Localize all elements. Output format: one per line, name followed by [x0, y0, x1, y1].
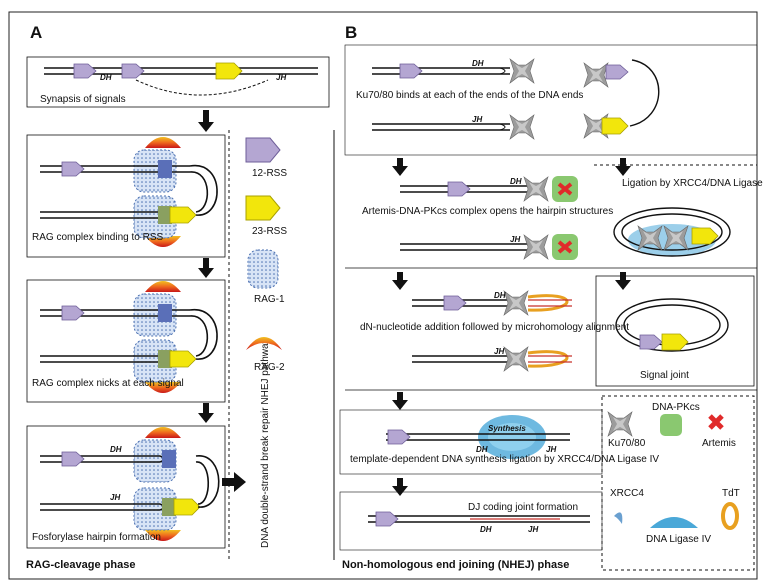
step-caption: Artemis-DNA-PKcs complex opens the hairp…: [362, 206, 613, 217]
legend-label: RAG-2: [254, 362, 285, 373]
phase-title-b: Non-homologous end joining (NHEJ) phase: [342, 559, 569, 571]
panel-b-step-3: DH dN-nucleotide addition followed by mi…: [360, 290, 629, 372]
panel-b-step-2: DH Artemis-DNA-PKcs complex opens the ha…: [362, 176, 613, 260]
panel-b-step-1: DH JH Ku70/80 binds at each of the ends …: [344, 44, 758, 156]
d-segment-label: DH: [476, 445, 488, 454]
j-segment-label: JH: [110, 493, 120, 502]
legend-label: TdT: [722, 488, 740, 499]
step-caption: DJ coding joint formation: [468, 502, 578, 513]
d-segment-label: DH: [472, 59, 484, 68]
panel-a-step-2: RAG complex binding to RSS: [26, 134, 226, 258]
arrow-down: [392, 478, 408, 496]
legend-label: 23-RSS: [252, 226, 287, 237]
step-caption: dN-nucleotide addition followed by micro…: [360, 322, 629, 333]
legend-label: RAG-1: [254, 294, 285, 305]
arrow-down: [198, 258, 214, 278]
nhej-side-note: DNA double-strand break repair NHEJ path…: [260, 338, 271, 548]
j-segment-label: JH: [510, 235, 520, 244]
d-segment-label: DH: [110, 445, 122, 454]
panel-a-legend: 12-RSS 23-RSS RAG-1 RAG-2: [245, 137, 287, 373]
phase-title-a: RAG-cleavage phase: [26, 559, 135, 571]
d-segment-label: DH: [510, 177, 522, 186]
legend-label: DNA Ligase IV: [646, 534, 711, 545]
step-caption: Ligation by XRCC4/DNA Ligase IV: [622, 178, 765, 189]
panel-a-step-4: DH JH Fosforylase hairpin formation: [26, 425, 226, 549]
step-caption: Synapsis of signals: [40, 94, 126, 105]
arrow-down: [198, 403, 214, 423]
rag1-legend-icon: [247, 249, 279, 289]
j-segment-label: JH: [472, 115, 482, 124]
arrow-down: [198, 110, 214, 132]
ligase-legend-icon: [650, 517, 698, 528]
j-segment-label: JH: [528, 525, 538, 534]
step-caption: Ku70/80 binds at each of the ends of the…: [356, 90, 583, 101]
legend-label: DNA-PKcs: [652, 402, 700, 413]
synthesis-label: Synthesis: [488, 424, 526, 433]
panel-a-step-1: DH JH Synapsis of signals: [26, 56, 330, 108]
panel-b-label: B: [345, 23, 357, 42]
d-segment-label: DH: [494, 291, 506, 300]
arrow-down: [615, 158, 631, 176]
dnapkcs-legend-icon: [660, 414, 682, 436]
legend-label: XRCC4: [610, 488, 644, 499]
tdt-legend-icon: [721, 502, 739, 530]
legend-label: Artemis: [702, 438, 736, 449]
arrow-down: [392, 272, 408, 290]
signal-joint: Signal joint: [595, 275, 755, 387]
rss12-legend-icon: [245, 137, 281, 163]
panel-b-step-5: DJ coding joint formation DH JH: [339, 491, 603, 551]
rag2-legend-icon: [246, 337, 282, 350]
arrow-down: [392, 392, 408, 410]
rss23-legend-icon: [245, 195, 281, 221]
xrcc4-legend-icon: [614, 512, 623, 524]
step-caption: RAG complex nicks at each signal: [32, 378, 184, 389]
panel-b-step-4: Synthesis DH JH template-dependent DNA s…: [339, 409, 659, 475]
panel-b-legend: Ku70/80 DNA-PKcs Artemis XRCC4 DNA Ligas…: [601, 395, 755, 571]
panel-a-step-3: RAG complex nicks at each signal: [26, 279, 226, 403]
step-caption: template-dependent DNA synthesis ligatio…: [350, 454, 659, 465]
j-segment-label: JH: [276, 73, 286, 82]
step-caption: Fosforylase hairpin formation: [32, 532, 161, 543]
j-segment-label: JH: [546, 445, 556, 454]
legend-label: Ku70/80: [608, 438, 646, 449]
step-caption: RAG complex binding to RSS: [32, 232, 164, 243]
arrow-down: [392, 158, 408, 176]
signal-ligation: Ligation by XRCC4/DNA Ligase IV: [594, 164, 765, 257]
d-segment-label: DH: [480, 525, 492, 534]
j-segment-label: JH: [494, 347, 504, 356]
outer-border: [8, 11, 758, 580]
artemis-legend-icon: [708, 414, 724, 430]
arrow-down: [615, 272, 631, 290]
arrow-right: [222, 472, 246, 492]
d-segment-label: DH: [100, 73, 112, 82]
step-caption: Signal joint: [640, 370, 689, 381]
legend-label: 12-RSS: [252, 168, 287, 179]
panel-a-label: A: [30, 23, 42, 42]
